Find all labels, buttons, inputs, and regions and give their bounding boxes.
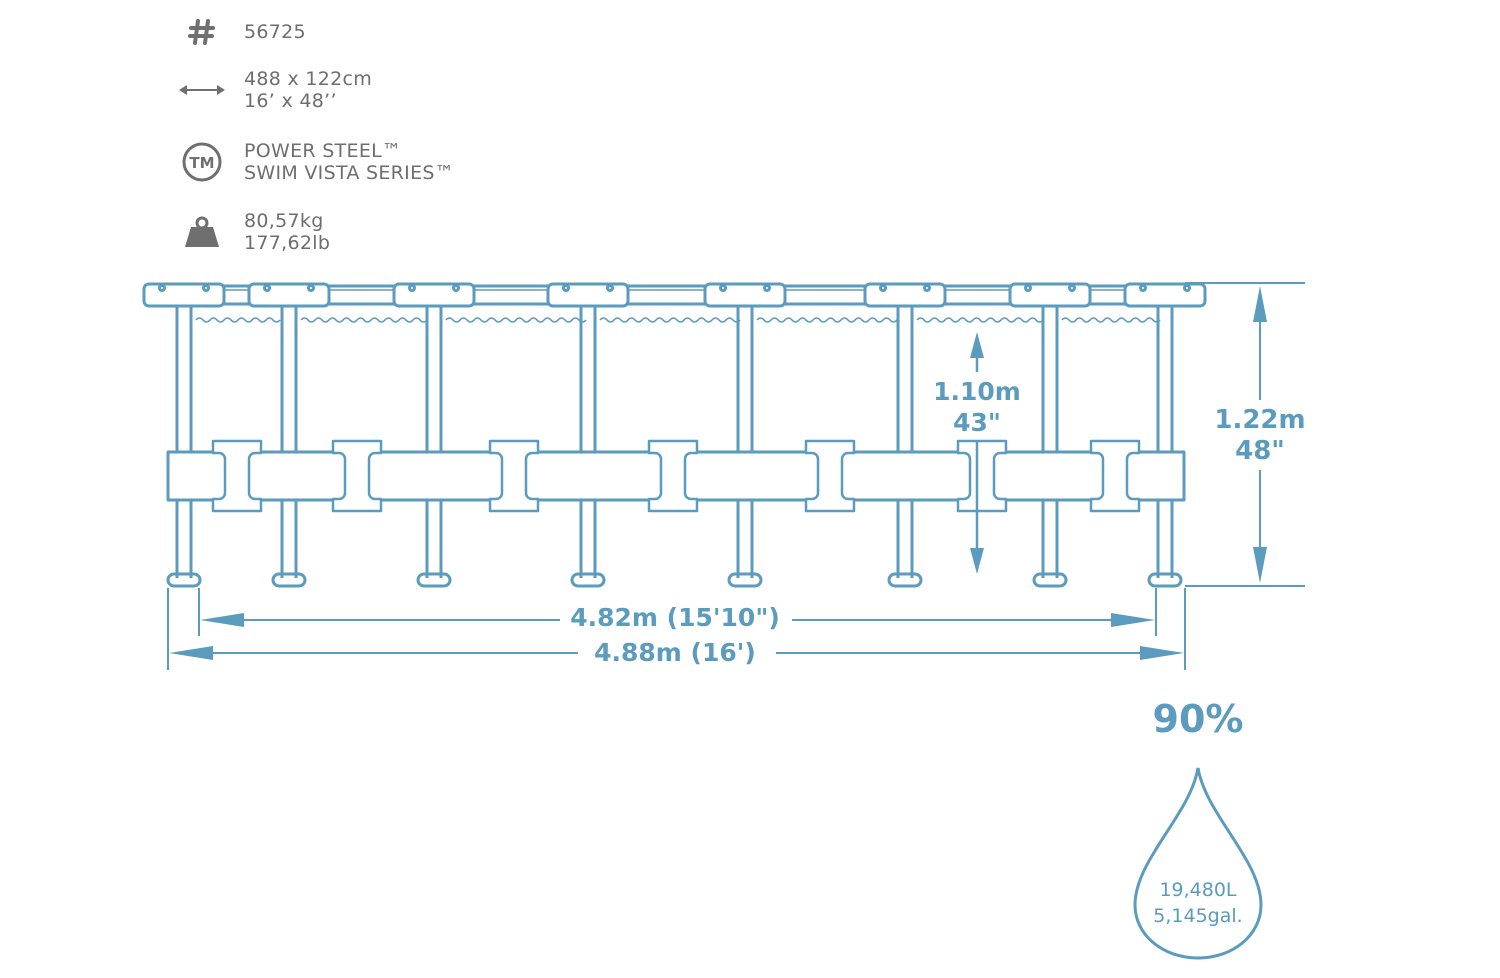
joint-bolt — [763, 284, 771, 292]
size-metric: 488 x 122cm — [244, 68, 373, 90]
post-foot — [416, 572, 452, 588]
post-foot — [1147, 572, 1183, 588]
water-line — [1061, 317, 1161, 323]
pool-height-imperial: 48" — [1235, 436, 1285, 466]
belt-strap — [1089, 439, 1141, 513]
water-height-dimension — [970, 332, 984, 574]
spec-weight: 80,57kg 177,62lb — [178, 210, 330, 254]
outer-width-label: 4.88m (16') — [594, 638, 756, 667]
water-line — [756, 317, 898, 323]
top-joint — [392, 282, 476, 308]
joint-bolt — [562, 284, 570, 292]
joint-bolt — [158, 284, 166, 292]
belt-strap — [488, 439, 540, 513]
post-foot — [271, 572, 307, 588]
frame-post — [579, 296, 597, 580]
fill-percent: 90% — [1153, 697, 1244, 741]
joint-bolt — [202, 284, 210, 292]
top-joint — [247, 282, 331, 308]
joint-bolt — [408, 284, 416, 292]
belt-strap — [647, 439, 699, 513]
water-line — [916, 317, 1044, 323]
post-foot — [570, 572, 606, 588]
series-line1: POWER STEEL™ — [244, 140, 402, 162]
pool-frame — [142, 282, 1207, 588]
joint-bolt — [307, 284, 315, 292]
water-line — [599, 317, 741, 323]
hash-icon — [178, 10, 226, 54]
svg-text:TM: TM — [189, 154, 214, 172]
joint-bolt — [1024, 284, 1032, 292]
size-imperial: 16’ x 48’’ — [244, 90, 337, 112]
frame-post — [1156, 296, 1174, 580]
spec-size: 488 x 122cm 16’ x 48’’ — [178, 68, 372, 112]
joint-bolt — [719, 284, 727, 292]
top-joint — [142, 282, 226, 308]
joint-bolt — [1183, 284, 1191, 292]
post-foot — [887, 572, 923, 588]
frame-post — [280, 296, 298, 580]
top-joint — [546, 282, 630, 308]
belt-strap — [211, 439, 263, 513]
frame-post — [896, 296, 914, 580]
joint-bolt — [1068, 284, 1076, 292]
water-line — [445, 317, 587, 323]
joint-bolt — [606, 284, 614, 292]
top-joint — [1008, 282, 1092, 308]
pool-height-metric: 1.22m — [1214, 405, 1305, 435]
water-height-metric: 1.10m — [933, 377, 1021, 406]
frame-post — [736, 296, 754, 580]
joint-bolt — [263, 284, 271, 292]
top-joint — [1123, 282, 1207, 308]
joint-bolt — [879, 284, 887, 292]
pool-height-dimension — [1185, 282, 1305, 587]
double-arrow-icon — [178, 68, 226, 112]
belt-strap — [804, 439, 856, 513]
belt-strap — [331, 439, 383, 513]
capacity-gallons: 5,145gal. — [1153, 905, 1242, 927]
post-foot — [1032, 572, 1068, 588]
width-dimensions — [167, 588, 1186, 670]
trademark-icon: TM — [178, 140, 226, 184]
water-line — [195, 317, 281, 323]
post-foot — [166, 572, 202, 588]
weight-icon — [178, 210, 226, 254]
series-line2: SWIM VISTA SERIES™ — [244, 162, 455, 184]
water-drop-icon — [1133, 767, 1263, 960]
weight-metric: 80,57kg — [244, 210, 324, 232]
water-height-imperial: 43" — [953, 408, 1001, 437]
top-joint — [703, 282, 787, 308]
belt-strap — [956, 439, 1008, 513]
frame-post — [425, 296, 443, 580]
weight-imperial: 177,62lb — [244, 232, 331, 254]
post-foot — [727, 572, 763, 588]
spec-model: 56725 — [178, 10, 306, 54]
joint-bolt — [923, 284, 931, 292]
frame-post — [175, 296, 193, 580]
model-number: 56725 — [244, 21, 306, 43]
spec-series: TM POWER STEEL™ SWIM VISTA SERIES™ — [178, 140, 454, 184]
water-line — [300, 317, 428, 323]
top-joint — [863, 282, 947, 308]
joint-bolt — [452, 284, 460, 292]
capacity-liters: 19,480L — [1159, 879, 1236, 901]
joint-bolt — [1139, 284, 1147, 292]
inner-width-label: 4.82m (15'10") — [570, 603, 780, 632]
frame-post — [1041, 296, 1059, 580]
